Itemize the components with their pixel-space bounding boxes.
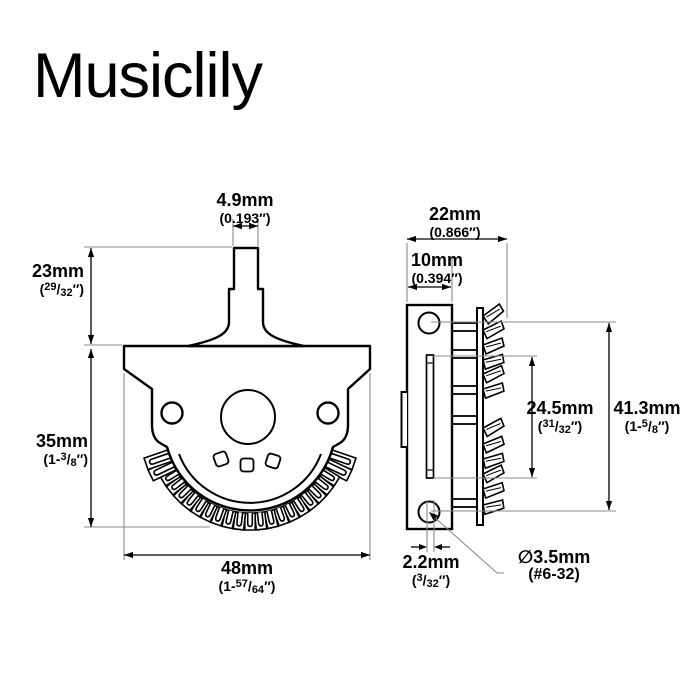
dim-lever-tip-width: 4.9mm (0.193″) (216, 190, 274, 226)
dim-mount-spacing: 41.3mm (1-5/8″) (613, 398, 681, 436)
front-lever (186, 246, 306, 348)
dim-side-depth: 22mm (0.866″) (428, 204, 482, 240)
side-left-tab (400, 391, 407, 448)
front-view-drawing (122, 246, 372, 531)
dim-slot-width: 2.2mm (3/32″) (402, 552, 460, 590)
brand-logo: Musiclily (33, 41, 263, 111)
dim-contact-span: 24.5mm (31/32″) (526, 398, 594, 436)
screw-leader-line (432, 515, 504, 574)
screw-leader-arrow (429, 512, 438, 521)
dim-lever-height: 23mm (29/32″) (31, 261, 84, 299)
dim-body-height: 35mm (1-3/8″) (35, 431, 88, 469)
dimension-arrowheads (87, 222, 613, 559)
extension-lines (84, 219, 616, 574)
front-screw-hole-right (316, 401, 340, 425)
front-screw-hole-left (160, 401, 184, 425)
side-screw-hole-top (417, 311, 441, 335)
front-rotor-inner-arc (178, 453, 322, 504)
side-contact-strip (476, 307, 484, 526)
side-actuator-slot (425, 354, 435, 479)
dim-plate-width: 10mm (0.394″) (410, 250, 464, 286)
side-contact-blades-bottom (481, 417, 506, 517)
dim-body-width: 48mm (1-57/64″) (218, 558, 276, 596)
side-contact-blades-top (480, 302, 507, 400)
front-rivets (212, 450, 282, 473)
side-view-drawing (400, 302, 507, 531)
dim-screw-hole: ∅3.5mm (#6-32) (517, 547, 591, 583)
front-center-boss (220, 389, 276, 445)
side-rivet-bars (451, 322, 479, 508)
